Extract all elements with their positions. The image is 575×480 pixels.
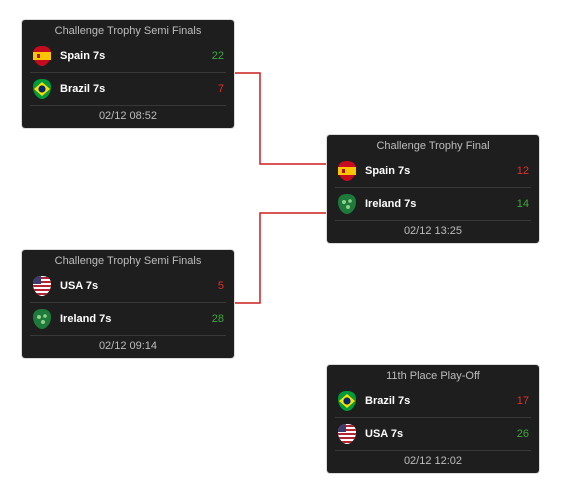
team-score: 22 <box>211 50 224 62</box>
team-row[interactable]: Ireland 7s 14 <box>335 188 531 221</box>
team-score: 5 <box>217 280 224 292</box>
match-time: 02/12 13:25 <box>403 225 463 237</box>
match-title: Challenge Trophy Semi Finals <box>54 255 202 267</box>
team-name: Spain 7s <box>365 165 411 177</box>
brazil-flag-icon <box>33 79 51 99</box>
team-name: Ireland 7s <box>60 313 112 325</box>
match-card-semi-final-2[interactable]: Challenge Trophy Semi Finals USA 7s 5 Ir… <box>22 250 234 358</box>
match-title: 11th Place Play-Off <box>386 370 480 382</box>
usa-flag-icon <box>33 276 51 296</box>
match-card-final[interactable]: Challenge Trophy Final Spain 7s 12 Irela… <box>327 135 539 243</box>
team-name: USA 7s <box>60 280 99 292</box>
team-score: 7 <box>217 83 224 95</box>
team-row[interactable]: Ireland 7s 28 <box>30 303 226 336</box>
team-name: Brazil 7s <box>365 395 411 407</box>
ireland-flag-icon <box>33 309 51 329</box>
team-row[interactable]: Brazil 7s 7 <box>30 73 226 106</box>
team-score: 26 <box>516 428 529 440</box>
usa-flag-icon <box>338 424 356 444</box>
spain-flag-icon <box>338 161 356 181</box>
match-card-semi-final-1[interactable]: Challenge Trophy Semi Finals Spain 7s 22… <box>22 20 234 128</box>
team-name: USA 7s <box>365 428 404 440</box>
match-time: 02/12 09:14 <box>98 340 158 352</box>
match-time: 02/12 12:02 <box>403 455 463 467</box>
connector-semi1-to-final <box>234 72 327 165</box>
ireland-flag-icon <box>338 194 356 214</box>
team-row[interactable]: Spain 7s 12 <box>335 155 531 188</box>
team-name: Spain 7s <box>60 50 106 62</box>
team-row[interactable]: USA 7s 5 <box>30 270 226 303</box>
match-title: Challenge Trophy Semi Finals <box>54 25 202 37</box>
team-score: 17 <box>516 395 529 407</box>
match-card-11th-place[interactable]: 11th Place Play-Off Brazil 7s 17 USA 7s … <box>327 365 539 473</box>
spain-flag-icon <box>33 46 51 66</box>
team-name: Brazil 7s <box>60 83 106 95</box>
team-row[interactable]: USA 7s 26 <box>335 418 531 451</box>
match-time: 02/12 08:52 <box>98 110 158 122</box>
team-row[interactable]: Brazil 7s 17 <box>335 385 531 418</box>
team-score: 28 <box>211 313 224 325</box>
team-score: 12 <box>516 165 529 177</box>
connector-semi2-to-final <box>234 212 327 304</box>
team-name: Ireland 7s <box>365 198 417 210</box>
team-row[interactable]: Spain 7s 22 <box>30 40 226 73</box>
match-title: Challenge Trophy Final <box>376 140 490 152</box>
brazil-flag-icon <box>338 391 356 411</box>
team-score: 14 <box>516 198 529 210</box>
